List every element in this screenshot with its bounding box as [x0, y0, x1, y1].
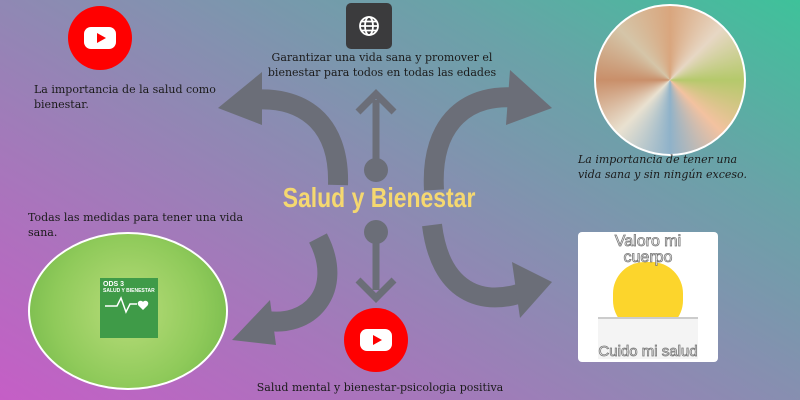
top-center-text: Garantizar una vida sana y promover el b… — [267, 51, 497, 79]
youtube-icon — [84, 27, 116, 49]
ods3-image[interactable]: ODS 3 SALUD Y BIENESTAR — [28, 232, 228, 390]
meme-bottom-caption: Cuido mi salud — [598, 343, 698, 361]
top-right-text: La importancia de tener una vida sana y … — [578, 153, 747, 181]
heartbeat-icon — [105, 296, 149, 314]
globe-icon — [359, 16, 379, 36]
top-left-text: La importancia de la salud como bienesta… — [34, 83, 216, 111]
globe-button[interactable] — [346, 3, 392, 49]
arrow-top-left — [249, 89, 349, 186]
arrow-bottom-left — [259, 233, 338, 332]
meme-top-caption: Valoro mi cuerpo — [614, 233, 682, 266]
bottom-left-text: Todas las medidas para tener una vida sa… — [28, 211, 244, 239]
ods3-badge: ODS 3 SALUD Y BIENESTAR — [100, 278, 158, 338]
youtube-button-top[interactable] — [68, 6, 132, 70]
homer-meme-image[interactable]: Valoro mi cuerpo Cuido mi salud — [578, 232, 718, 362]
main-title: Salud y Bienestar — [282, 182, 476, 213]
lifestyle-collage-image[interactable] — [594, 4, 746, 156]
arrow-bottom-right — [422, 223, 534, 308]
arrow-top-right — [423, 87, 522, 191]
bottom-center-text: Salud mental y bienestar-psicologia posi… — [256, 381, 504, 394]
youtube-icon — [360, 329, 392, 351]
youtube-button-bottom[interactable] — [344, 308, 408, 372]
